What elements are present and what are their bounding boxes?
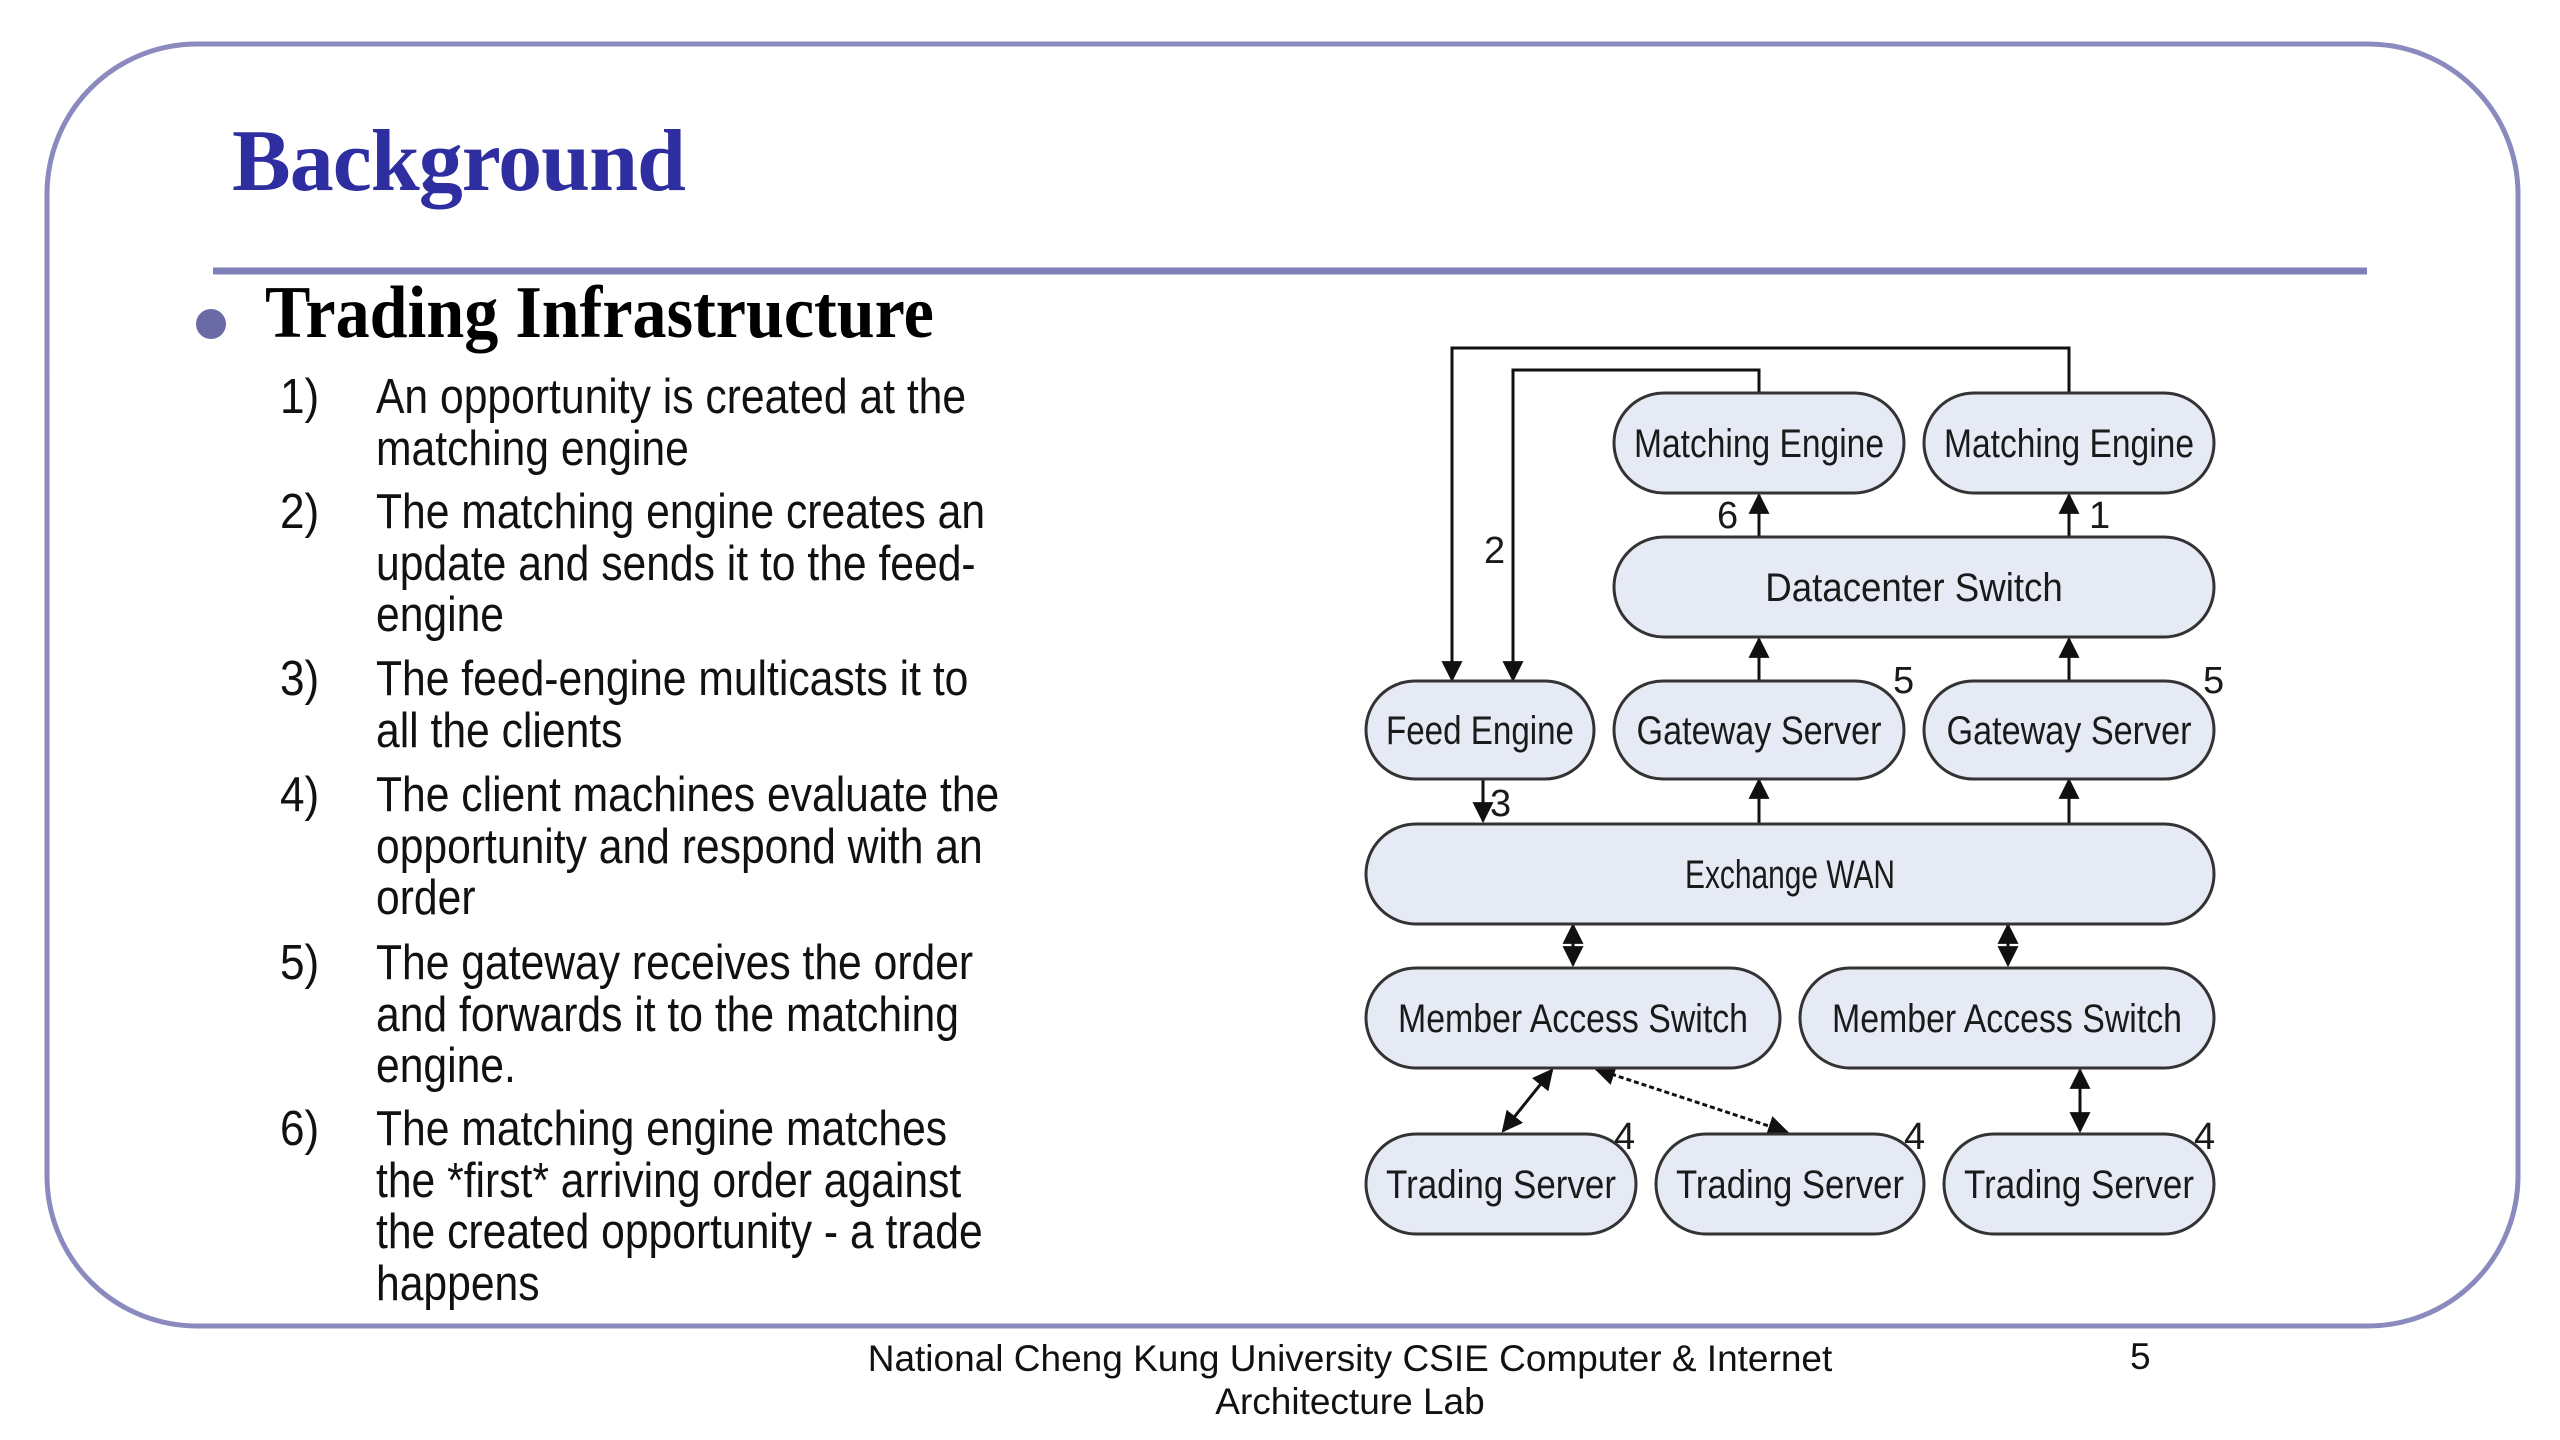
connector-me2-to-feed [1441, 346, 2071, 683]
footer-institution: National Cheng Kung University CSIE Comp… [867, 1338, 1833, 1379]
node-label: Exchange WAN [1685, 853, 1895, 897]
node-shape [1364, 966, 1782, 1070]
node-shape [1798, 966, 2216, 1070]
connectors [1441, 346, 2091, 1137]
node-label: Member Access Switch [1398, 997, 1748, 1041]
step-text-line: all the clients [376, 703, 623, 758]
nodes: Matching Engine Matching EngineDatacenter… [1364, 391, 2216, 1236]
node-matching-engine-1: Matching Engine [1612, 391, 1906, 495]
step-label-4a: 4 [1614, 1116, 1635, 1158]
node-trading-server-1: Trading Server [1364, 1132, 1638, 1236]
step-text-line: The feed-engine multicasts it to [376, 652, 969, 706]
step-text-line: The client machines evaluate the [376, 768, 1000, 822]
node-label: Feed Engine [1386, 709, 1574, 753]
node-shape [1612, 391, 1906, 495]
step-text-line: The matching engine creates an [376, 485, 986, 539]
step-label-6: 6 [1717, 495, 1738, 537]
node-member-access-switch-2: Member Access Switch [1798, 966, 2216, 1070]
step-number: 2) [280, 485, 320, 539]
step-text-line: happens [376, 1256, 540, 1311]
step-label-4c: 4 [2194, 1116, 2215, 1158]
step-text-line: and forwards it to the matching [376, 987, 959, 1042]
node-matching-engine-2: Matching Engine [1922, 391, 2216, 495]
step-labels: 2 6 1 5 5 3 4 4 4 [1484, 495, 2224, 1158]
node-trading-server-2: Trading Server [1654, 1132, 1926, 1236]
bullet-icon [196, 309, 226, 339]
node-label: Matching Engine [1634, 422, 1884, 466]
step-text-line: engine. [376, 1039, 516, 1093]
step-text-line: engine [376, 588, 505, 642]
page-number: 5 [2130, 1336, 2151, 1377]
node-shape [1364, 679, 1596, 781]
step-number: 3) [280, 652, 320, 706]
step-label-1: 1 [2089, 495, 2110, 537]
step-text-line: An opportunity is created at the [376, 370, 967, 424]
connector-me1-to-feed [1502, 368, 1761, 683]
step-number: 5) [280, 936, 320, 990]
step-label-3: 3 [1490, 783, 1511, 825]
node-exchange-wan: Exchange WAN [1364, 822, 2216, 926]
node-member-access-switch-1: Member Access Switch [1364, 966, 1782, 1070]
step-number: 4) [280, 768, 320, 822]
node-gateway-server-2: Gateway Server [1922, 679, 2216, 781]
step-text-line: opportunity and respond with an [376, 819, 983, 874]
node-shape [1922, 391, 2216, 495]
node-label: Datacenter Switch [1765, 566, 2063, 610]
node-trading-server-3: Trading Server [1942, 1132, 2216, 1236]
node-shape [1612, 535, 2216, 639]
node-gateway-server-1: Gateway Server [1612, 679, 1906, 781]
step-text-line: The matching engine matches [376, 1102, 948, 1156]
node-shape [1364, 1132, 1638, 1236]
node-label: Trading Server [1676, 1163, 1904, 1207]
step-number: 6) [280, 1102, 320, 1156]
slide-title: Background [232, 113, 686, 210]
step-number: 1) [280, 370, 320, 424]
step-text-line: order [376, 871, 476, 925]
node-shape [1922, 679, 2216, 781]
node-feed-engine: Feed Engine [1364, 679, 1596, 781]
step-label-2: 2 [1484, 530, 1505, 572]
step-label-5a: 5 [1893, 660, 1914, 702]
node-shape [1612, 679, 1906, 781]
node-label: Trading Server [1964, 1163, 2194, 1207]
node-label: Gateway Server [1947, 709, 2192, 753]
node-shape [1654, 1132, 1926, 1236]
step-label-5b: 5 [2203, 660, 2224, 702]
node-shape [1942, 1132, 2216, 1236]
node-label: Trading Server [1386, 1163, 1616, 1207]
node-datacenter-switch: Datacenter Switch [1612, 535, 2216, 639]
node-shape [1364, 822, 2216, 926]
node-label: Gateway Server [1637, 709, 1882, 753]
section-heading: Trading Infrastructure [265, 272, 934, 354]
step-label-4b: 4 [1904, 1116, 1925, 1158]
step-text-line: matching engine [376, 421, 689, 476]
arrow-mas1-ts1 [1501, 1068, 1554, 1133]
node-label: Member Access Switch [1832, 997, 2182, 1041]
footer-lab: Architecture Lab [1215, 1381, 1485, 1422]
node-label: Matching Engine [1944, 422, 2194, 466]
arrow-mas1-ts2 [1594, 1064, 1789, 1137]
step-text-line: the *first* arriving order against [376, 1153, 962, 1208]
step-text-line: update and sends it to the feed- [376, 536, 976, 591]
step-text-line: the created opportunity - a trade [376, 1205, 983, 1259]
slide-border [44, 41, 2521, 1329]
step-text-line: The gateway receives the order [376, 936, 974, 990]
